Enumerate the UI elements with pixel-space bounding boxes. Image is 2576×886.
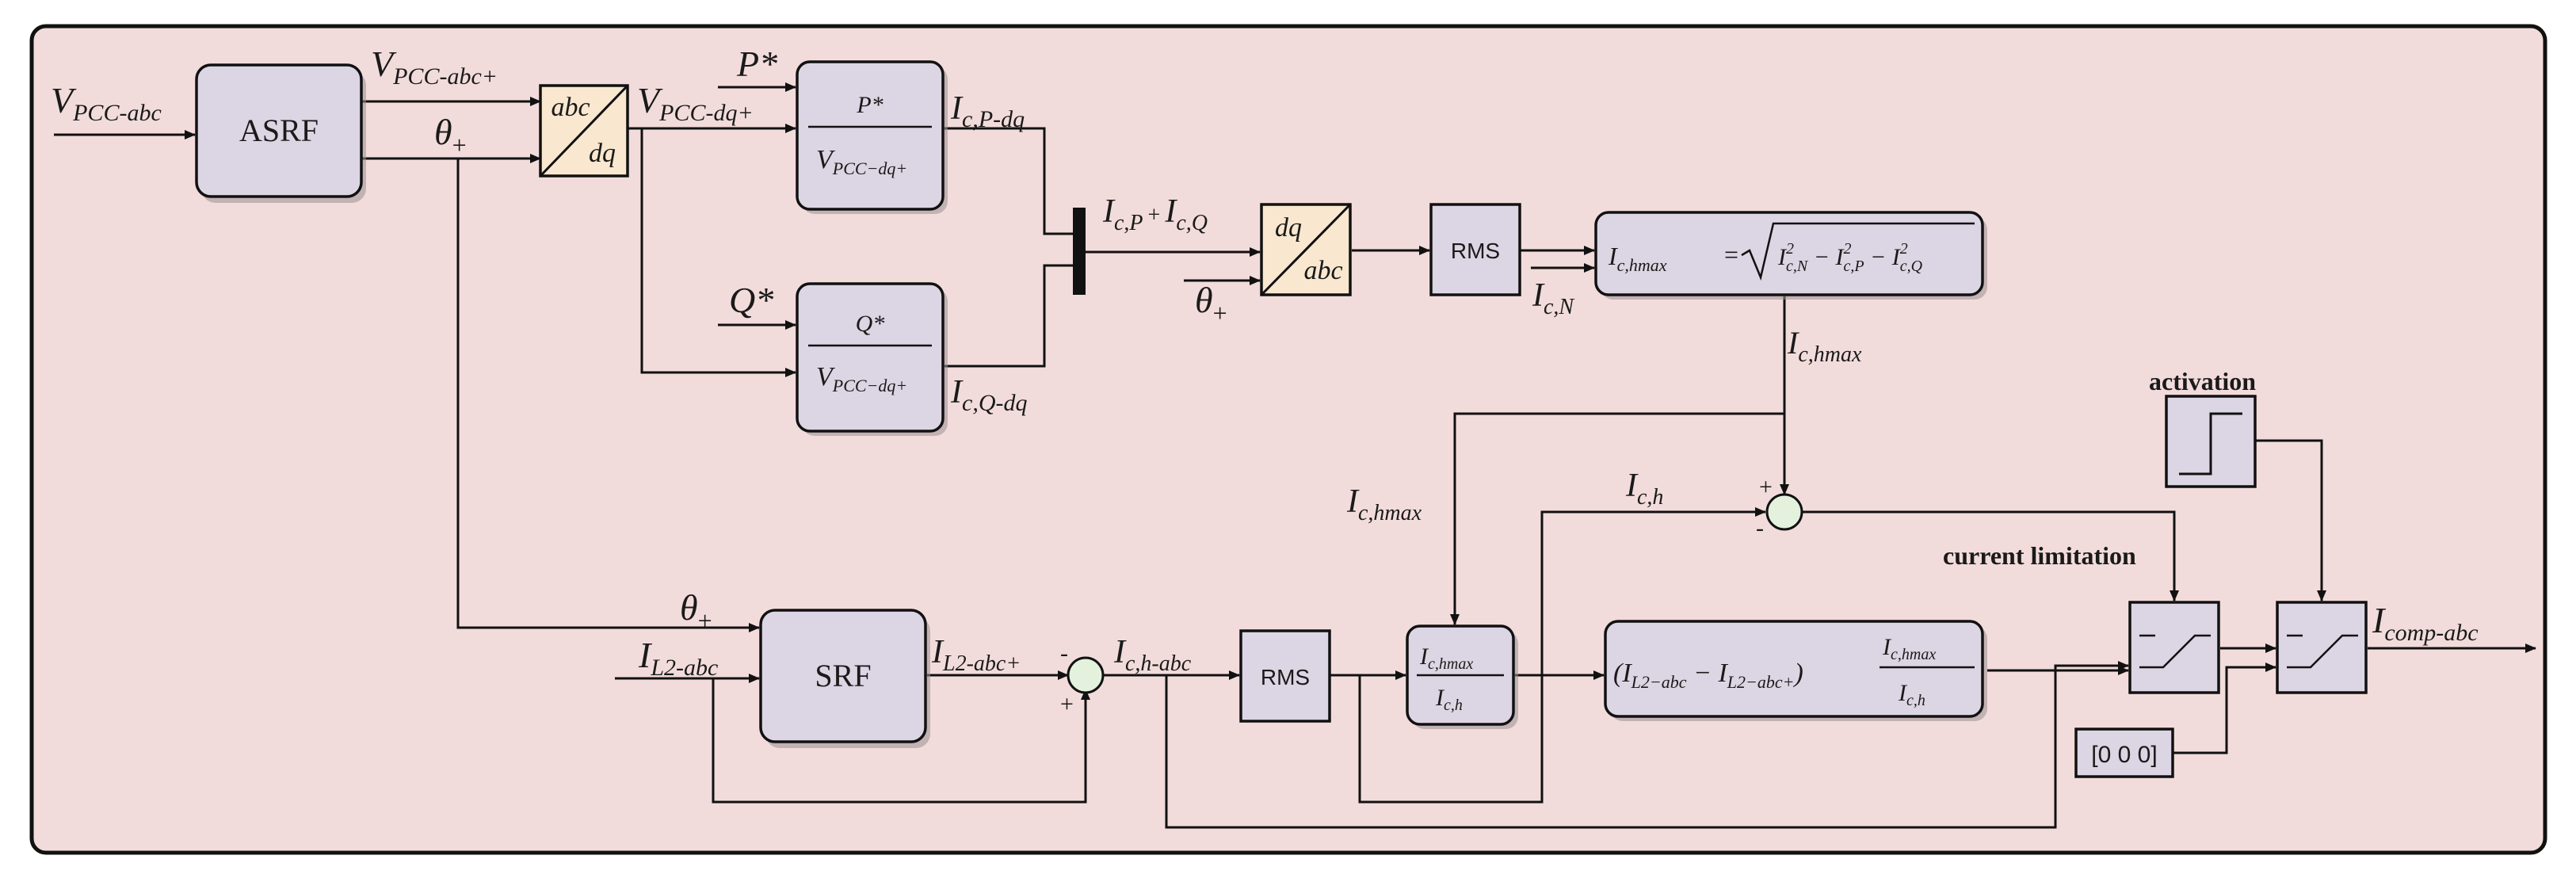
label-ic-n: Ic,N	[1532, 277, 1574, 319]
srf-block: SRF	[759, 609, 930, 748]
rms-top-block: RMS	[1429, 203, 1521, 296]
label-il2-abc: IL2-abc	[638, 635, 718, 681]
label-theta-plus-srf: θ+	[680, 587, 712, 635]
p-divider-numerator: P*	[856, 92, 883, 118]
srf-label: SRF	[815, 658, 871, 693]
scaling-ratio-denominator: Ic,h	[1898, 680, 1925, 709]
label-vpcc-dq-plus: VPCC-dq+	[637, 80, 754, 126]
label-il2-abc-plus: IL2-abc+	[931, 634, 1021, 676]
ratio-numerator: Ic,hmax	[1419, 643, 1473, 673]
activation-step-block	[2165, 395, 2257, 488]
mux-bar	[1073, 208, 1086, 295]
hmax-formula-lhs: Ic,hmax	[1608, 242, 1667, 275]
sum-junction-bottom	[1067, 656, 1105, 694]
sum-top-minus: -	[1756, 515, 1764, 541]
label-theta-plus-top: θ+	[434, 112, 467, 159]
p-divider-denominator: VPCC−dq+	[816, 145, 907, 178]
dq-abc-transform: dq abc	[1260, 203, 1352, 296]
asrf-label: ASRF	[239, 113, 319, 148]
asrf-block: ASRF	[195, 63, 366, 203]
label-ic-hmax-vertical: Ic,hmax	[1787, 325, 1862, 367]
current-limitation-switch	[2128, 601, 2220, 694]
label-vpcc-abc: VPCC-abc	[51, 80, 162, 126]
sum-junction-top	[1765, 493, 1803, 531]
dq-abc-bottom-label: abc	[1303, 256, 1342, 285]
label-ic-hmax-branch: Ic,hmax	[1346, 483, 1422, 525]
label-vpcc-abc-plus: VPCC-abc+	[371, 44, 498, 90]
label-ic-p-ic-q: Ic,P+Ic,Q	[1102, 193, 1208, 235]
label-ic-h: Ic,h	[1625, 468, 1663, 510]
q-divider-block: Q* VPCC−dq+	[796, 282, 948, 436]
wires	[54, 82, 2536, 829]
abc-dq-bottom-label: dq	[589, 139, 616, 168]
abc-dq-top-label: abc	[551, 93, 590, 122]
sum-top-plus: +	[1759, 474, 1773, 500]
scaling-ratio-numerator: Ic,hmax	[1882, 634, 1936, 663]
ratio-block: Ic,hmax Ic,h	[1406, 624, 1518, 729]
abc-dq-transform: abc dq	[539, 84, 629, 178]
rms-bottom-label: RMS	[1261, 665, 1310, 689]
label-ic-p-dq: Ic,P-dq	[950, 90, 1025, 132]
label-ic-q-dq: Ic,Q-dq	[950, 374, 1027, 416]
label-p-star: P*	[736, 44, 777, 84]
sum-bottom-minus: -	[1060, 640, 1068, 666]
label-ic-h-abc: Ic,h-abc	[1113, 634, 1192, 676]
label-q-star: Q*	[729, 280, 773, 320]
q-divider-numerator: Q*	[856, 311, 885, 337]
hmax-formula-equals: =	[1724, 240, 1738, 269]
zero-constant-block: [0 0 0]	[2074, 728, 2174, 778]
activation-switch	[2276, 601, 2368, 694]
label-icomp-abc: Icomp-abc	[2372, 600, 2479, 646]
zero-constant-label: [0 0 0]	[2091, 742, 2157, 768]
scaling-formula-block: (IL2−abc − IL2−abc+) Ic,hmax Ic,h	[1604, 620, 1987, 721]
label-theta-plus-dqabc: θ+	[1195, 280, 1227, 327]
label-activation: activation	[2149, 367, 2256, 395]
ratio-denominator: Ic,h	[1435, 685, 1463, 714]
p-divider-block: P* VPCC−dq+	[796, 60, 948, 214]
rms-bottom-block: RMS	[1239, 629, 1331, 723]
label-current-limitation: current limitation	[1943, 541, 2136, 570]
dq-abc-top-label: dq	[1275, 213, 1302, 243]
sum-bottom-plus: +	[1060, 691, 1074, 717]
scaling-formula-paren: (IL2−abc − IL2−abc+)	[1613, 659, 1803, 692]
rms-top-label: RMS	[1451, 239, 1500, 263]
